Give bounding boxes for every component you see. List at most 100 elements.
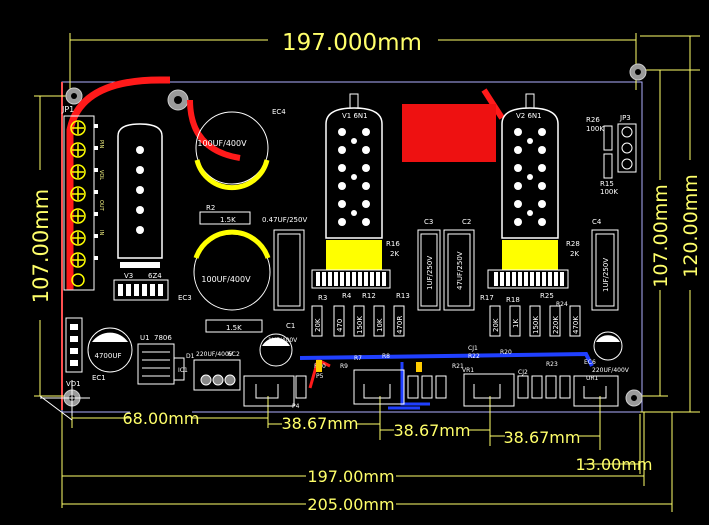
svg-text:R9: R9	[340, 363, 348, 370]
svg-text:R25: R25	[540, 292, 554, 300]
svg-text:C4: C4	[592, 218, 602, 226]
cap-c2: C2 47UF/250V	[443, 218, 475, 311]
svg-text:20K: 20K	[314, 318, 322, 332]
svg-text:V1 6N1: V1 6N1	[342, 112, 368, 120]
dim-bottom-left: 68.00mm	[123, 409, 200, 428]
cap-c1-box	[273, 229, 305, 311]
svg-text:CJ1: CJ1	[468, 345, 478, 352]
svg-text:20K: 20K	[492, 318, 500, 332]
small-parts: R8 R7 R9 R10 CJ1 R22 R20 R21 CJ2 R23 R24…	[295, 301, 630, 399]
svg-text:VR1: VR1	[462, 367, 474, 374]
resistor-r2: R2 1.5K	[199, 204, 251, 225]
connector-vd1: VD1	[65, 317, 83, 388]
tube-v3: V3 6Z4	[113, 123, 169, 301]
tube-v3-label: V3	[124, 272, 133, 280]
pot-ur1: UR1	[573, 375, 619, 407]
cap-ec4: 100UF/400V EC4	[194, 108, 286, 191]
svg-text:470R: 470R	[396, 316, 404, 334]
resistor-row-left: R3 R4 R12 R13 20K 470 150K 10K 470R	[311, 292, 410, 337]
r28-label: R28	[566, 240, 580, 248]
svg-text:7806: 7806	[154, 334, 172, 342]
svg-text:1UF/400V: 1UF/400V	[268, 337, 298, 344]
cap-ec1: 4700UF EC1	[87, 327, 133, 382]
ec3-value: 100UF/400V	[201, 275, 251, 284]
resistor-r26: R26 100K	[586, 116, 613, 151]
svg-text:U1: U1	[140, 334, 150, 342]
svg-text:JP3: JP3	[619, 114, 631, 122]
svg-text:R24: R24	[556, 301, 568, 308]
resistor-r15: R15 100K	[600, 153, 618, 196]
svg-text:PIN: PIN	[98, 140, 104, 148]
dim-bottom-mid: 197.00mm	[307, 467, 394, 486]
svg-text:OUT: OUT	[98, 200, 104, 212]
svg-text:R12: R12	[362, 292, 376, 300]
resistor-r1: 1.5K	[205, 319, 263, 333]
svg-text:R18: R18	[506, 296, 520, 304]
svg-text:IC1: IC1	[178, 367, 188, 374]
dim-bottom-right: 13.00mm	[576, 455, 653, 474]
mount-hole-tr	[629, 63, 647, 81]
ec4-label: EC4	[272, 108, 286, 116]
ec3-label: EC3	[178, 294, 192, 302]
svg-text:R20: R20	[500, 349, 512, 356]
svg-text:R4: R4	[342, 292, 352, 300]
svg-text:R22: R22	[468, 353, 480, 360]
mount-hole-mid	[167, 89, 189, 111]
svg-text:1.5K: 1.5K	[226, 324, 242, 332]
svg-text:2K: 2K	[390, 250, 399, 258]
jp1-terminal	[63, 115, 98, 291]
svg-text:V2 6N1: V2 6N1	[516, 112, 542, 120]
svg-text:EC2: EC2	[228, 351, 240, 358]
dim-pitch-1: 38.67mm	[282, 414, 359, 433]
vertical-labels-jp1: PIN VOL OUT IN	[98, 140, 104, 235]
regulator-u1: U1 7806	[137, 334, 175, 385]
svg-text:220UF/400V: 220UF/400V	[592, 367, 630, 374]
blue-trace	[299, 351, 594, 367]
svg-text:P4: P4	[292, 403, 300, 410]
svg-text:47UF/250V: 47UF/250V	[456, 251, 464, 290]
svg-text:R7: R7	[354, 355, 362, 362]
dim-pitch-3: 38.67mm	[504, 428, 581, 447]
jp1-label: JP1	[61, 105, 74, 114]
svg-text:IN: IN	[98, 230, 104, 235]
cap-c4: C4 1UF/250V	[591, 218, 619, 311]
ec4-value: 100UF/400V	[197, 139, 247, 148]
mount-hole-br	[625, 389, 643, 407]
svg-text:4700UF: 4700UF	[95, 352, 122, 360]
svg-text:R21: R21	[452, 363, 464, 370]
svg-text:EC6: EC6	[584, 359, 596, 366]
dim-right-outer: 120.00mm	[680, 174, 702, 278]
svg-text:D1: D1	[186, 353, 195, 360]
dim-bottom-total: 205.00mm	[307, 495, 394, 514]
svg-text:VD1: VD1	[66, 380, 81, 388]
svg-text:R23: R23	[546, 361, 558, 368]
svg-text:1UF/250V: 1UF/250V	[602, 258, 610, 292]
svg-text:220K: 220K	[552, 316, 560, 334]
svg-text:R15: R15	[600, 180, 614, 188]
red-copper-pad	[402, 104, 496, 162]
svg-text:P5: P5	[316, 373, 324, 380]
svg-text:470: 470	[336, 319, 344, 332]
svg-text:EC1: EC1	[92, 374, 106, 382]
r16-label: R16	[386, 240, 400, 248]
svg-text:CJ2: CJ2	[518, 369, 528, 376]
svg-text:150K: 150K	[532, 316, 540, 334]
resistor-row-right: R17 R18 R25 20K 1K 150K 220K 470K	[480, 292, 581, 337]
svg-text:VOL: VOL	[98, 170, 104, 180]
svg-text:1.5K: 1.5K	[220, 216, 236, 224]
svg-text:220UF/400V: 220UF/400V	[196, 351, 234, 358]
svg-text:R2: R2	[206, 204, 215, 212]
dim-pitch-2: 38.67mm	[394, 421, 471, 440]
svg-text:R17: R17	[480, 294, 494, 302]
svg-text:1UF/250V: 1UF/250V	[426, 256, 434, 290]
svg-text:150K: 150K	[356, 316, 364, 334]
svg-text:UR1: UR1	[586, 375, 599, 382]
tube-v1: V1 6N1	[311, 93, 391, 289]
svg-text:C3: C3	[424, 218, 433, 226]
svg-text:C2: C2	[462, 218, 471, 226]
svg-text:2K: 2K	[570, 250, 579, 258]
svg-text:100K: 100K	[600, 188, 618, 196]
ic1: IC1 D1	[173, 353, 195, 381]
svg-text:470K: 470K	[572, 316, 580, 334]
